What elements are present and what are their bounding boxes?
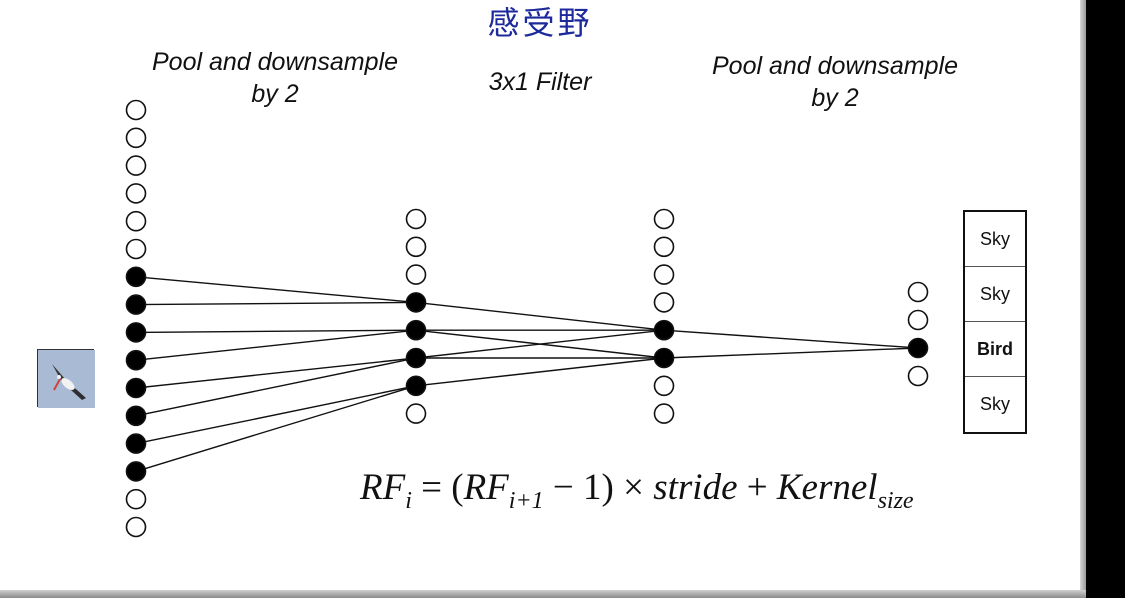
conv-node (653, 208, 675, 230)
pool-label-right-line2: by 2 (811, 84, 859, 112)
conv-node (653, 375, 675, 397)
network-diagram (125, 99, 929, 538)
connection-line (415, 301, 665, 331)
bird-icon (38, 350, 95, 408)
formula-minus: − 1) × (543, 467, 654, 508)
pool1-node (405, 264, 427, 285)
connection-line (135, 357, 417, 389)
active-input-node (125, 322, 147, 343)
pool1-node (405, 403, 427, 424)
class-cell-sky: Sky (965, 267, 1025, 322)
formula-rf-sub: i (405, 488, 412, 514)
bird-image (37, 349, 95, 408)
input-node (125, 210, 147, 232)
formula-rf-next: RF (463, 467, 509, 508)
formula-eq: = ( (411, 467, 464, 508)
active-conv-node (653, 347, 675, 369)
active-pool2-node (907, 337, 929, 359)
connection-line (135, 329, 417, 334)
receptive-field-formula: RFi = (RFi+1 − 1) × stride + Kernelsize (360, 466, 914, 515)
active-pool1-node (405, 375, 427, 397)
window-edge-right (1080, 0, 1086, 598)
class-cell-sky: Sky (965, 212, 1025, 267)
formula-rf-next-sub: i+1 (508, 488, 544, 514)
connection-line (663, 347, 919, 359)
pool1-node (405, 208, 427, 230)
pool-label-left-line1: Pool and downsample (152, 48, 398, 76)
pool2-node (907, 365, 929, 387)
active-input-node (125, 266, 147, 288)
input-node (125, 155, 147, 176)
pool1-node (405, 236, 427, 258)
active-input-node (125, 294, 147, 315)
active-input-node (125, 349, 147, 371)
input-node (125, 238, 147, 260)
formula-plus: + (737, 467, 777, 508)
formula-kernel: Kernel (776, 467, 878, 508)
active-input-node (125, 405, 147, 427)
connection-line (135, 301, 417, 306)
pool-label-left-line2: by 2 (251, 80, 299, 108)
input-node (125, 516, 147, 538)
input-node (125, 99, 147, 121)
pool-label-right-line1: Pool and downsample (712, 52, 958, 80)
class-cell-sky: Sky (979, 394, 1010, 414)
active-pool1-node (405, 292, 427, 313)
input-node (125, 183, 147, 204)
connection-line (135, 276, 417, 304)
conv-node (653, 264, 675, 285)
connection-line (135, 329, 417, 361)
active-pool1-node (405, 319, 427, 341)
formula-kernel-sub: size (877, 488, 914, 514)
formula-rf: RF (360, 467, 406, 508)
slide-title: 感受野 (487, 4, 593, 42)
active-pool1-node (405, 347, 427, 369)
window-edge-bottom (0, 590, 1086, 598)
input-node (125, 488, 147, 510)
formula-stride: stride (653, 467, 738, 508)
connection-line (135, 385, 417, 445)
connection-line (415, 329, 665, 359)
connection-line (415, 357, 665, 387)
pool-label-left: Pool and downsample by 2 (130, 46, 420, 110)
connection-line (663, 329, 919, 349)
pool2-node (907, 309, 929, 331)
active-input-node (125, 433, 147, 454)
slide: 感受野 Pool and downsample by 2 3x1 Filter … (0, 0, 1080, 590)
filter-label: 3x1 Filter (445, 66, 635, 98)
active-conv-node (653, 319, 675, 341)
pool-label-right: Pool and downsample by 2 (690, 50, 980, 114)
connection-line (135, 357, 417, 417)
pool2-node (907, 281, 929, 303)
connection-line (135, 385, 417, 473)
class-cell-bird: Bird (965, 322, 1025, 377)
conv-node (653, 403, 675, 424)
input-node (125, 127, 147, 149)
active-input-node (125, 461, 147, 482)
conv-node (653, 236, 675, 258)
filter-label-text: 3x1 Filter (488, 68, 592, 96)
active-input-node (125, 377, 147, 399)
conv-node (653, 292, 675, 313)
